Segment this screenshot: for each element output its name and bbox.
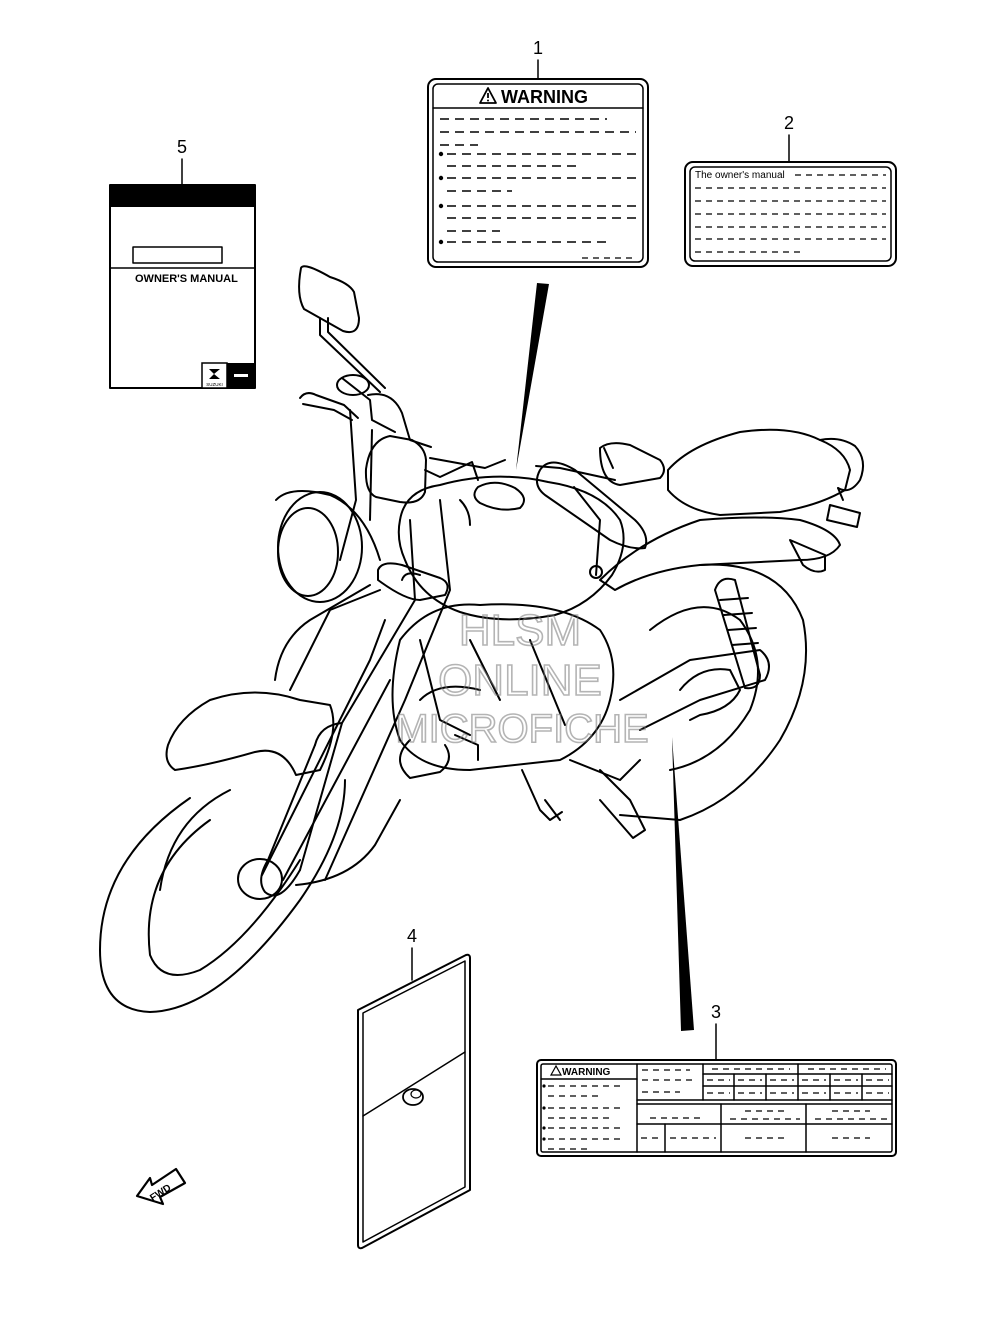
leader-wedge-1 [516, 283, 549, 470]
manual-title: OWNER'S MANUAL [135, 273, 238, 285]
warning-label-1: WARNING [427, 78, 649, 268]
callout-5: 5 [177, 137, 187, 157]
warning-label-1-title: WARNING [501, 87, 588, 107]
callout-4: 4 [407, 926, 417, 946]
callout-2: 2 [784, 113, 794, 133]
watermark-line-3: MICROFICHE [395, 707, 648, 751]
callout-1: 1 [533, 38, 543, 58]
tire-warning-label-3: WARNING [536, 1059, 897, 1157]
warning-triangle-small-icon [549, 1064, 563, 1076]
owners-manual-booklet-5: OWNER'S MANUAL SUZUKI [109, 184, 256, 389]
watermark: HLSM ONLINE MICROFICHE [395, 605, 650, 752]
motorcycle-outline [99, 265, 865, 1013]
suzuki-s-logo [209, 369, 220, 379]
manual-brand: SUZUKI [206, 382, 223, 387]
frame-plate-4 [357, 953, 471, 1250]
warning-label-3-title: WARNING [562, 1067, 611, 1078]
callout-3: 3 [711, 1002, 721, 1022]
owners-manual-label-2: The owner's manual [684, 161, 897, 267]
leader-wedge-3 [672, 737, 694, 1031]
watermark-line-1: HLSM [459, 606, 581, 655]
label-2-header: The owner's manual [695, 170, 785, 181]
warning-triangle-icon [479, 87, 497, 104]
forward-arrow-icon: FWD [135, 1167, 187, 1206]
watermark-line-2: ONLINE [438, 656, 602, 705]
